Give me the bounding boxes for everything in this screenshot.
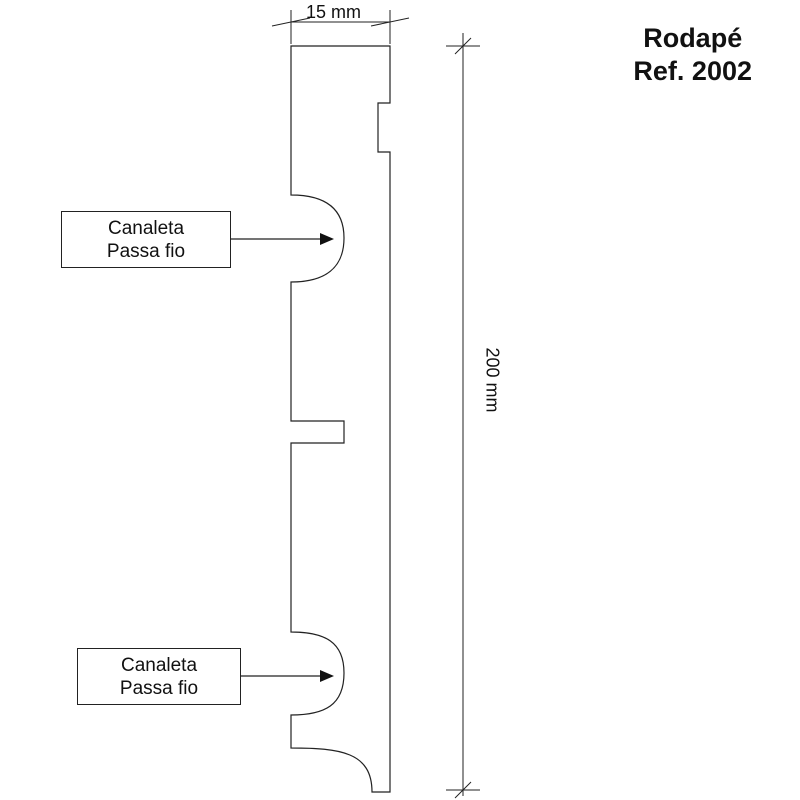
callout-arrow-2 <box>241 670 334 682</box>
callout-upper-line-1: Canaleta <box>107 217 185 239</box>
skirting-profile <box>290 45 391 793</box>
callout-box-lower: Canaleta Passa fio <box>77 648 241 705</box>
callout-box-upper: Canaleta Passa fio <box>61 211 231 268</box>
callout-lower-line-2: Passa fio <box>119 677 199 699</box>
callout-upper-line-2: Passa fio <box>106 240 186 262</box>
width-dimension <box>271 10 410 44</box>
height-dimension <box>446 33 480 799</box>
callout-lower-line-1: Canaleta <box>120 654 198 676</box>
callout-arrow-1 <box>231 233 334 245</box>
width-dimension-label: 15 mm <box>306 2 362 22</box>
title-line-2: Ref. 2002 <box>633 56 752 86</box>
drawing-title: Rodapé Ref. 2002 <box>633 22 752 88</box>
title-line-1: Rodapé <box>643 23 743 53</box>
height-dimension-label: 200 mm <box>482 347 503 413</box>
